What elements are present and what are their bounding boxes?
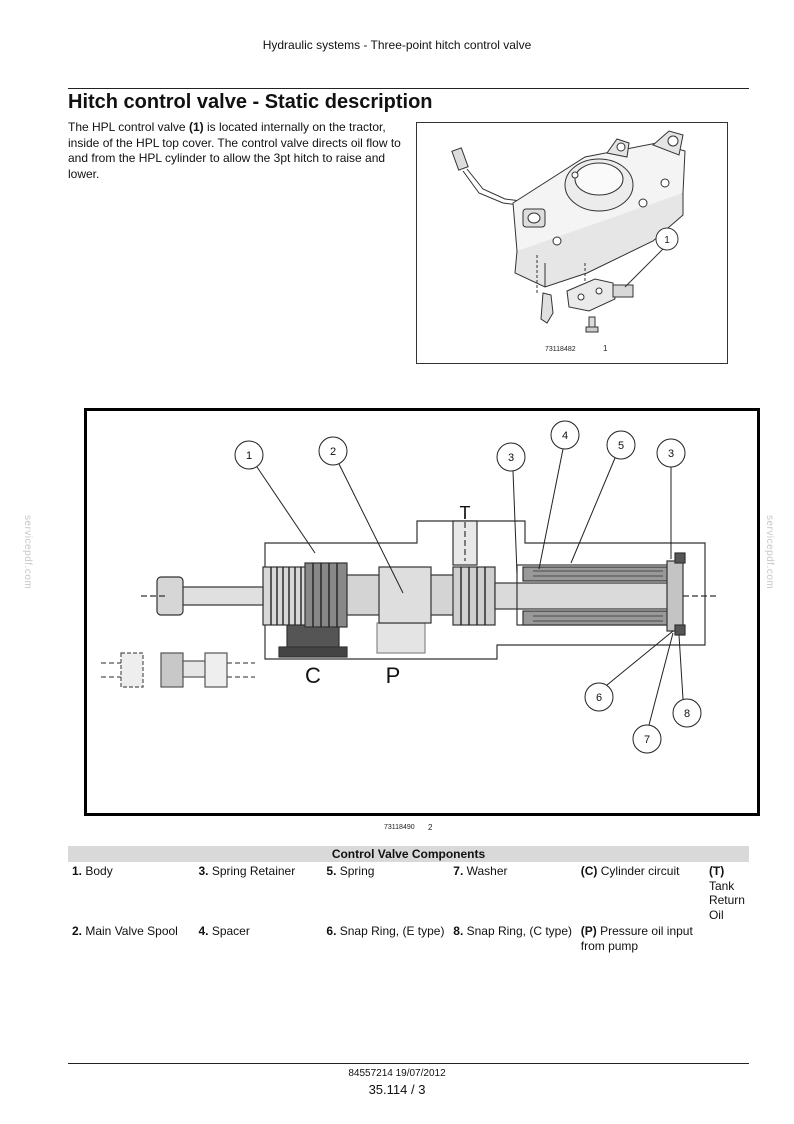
item-key: 7. xyxy=(453,864,464,878)
item-text: Snap Ring, (E type) xyxy=(336,924,445,938)
item-key: (P) xyxy=(580,924,597,938)
callout-4: 4 xyxy=(562,430,568,442)
callout-1: 1 xyxy=(246,450,252,462)
table-cell: (T) Tank Return Oil xyxy=(705,862,749,922)
callout-6: 6 xyxy=(596,692,602,704)
page-title: Hitch control valve - Static description xyxy=(68,91,433,113)
item-text: Body xyxy=(82,864,113,878)
item-key: 3. xyxy=(198,864,209,878)
callout-7: 7 xyxy=(644,734,650,746)
table-cell: 2. Main Valve Spool xyxy=(68,922,194,953)
table-cell: 8. Snap Ring, (C type) xyxy=(449,922,576,953)
item-text: Spring xyxy=(336,864,375,878)
top-rule xyxy=(68,88,749,89)
intro-text-start: The HPL control valve xyxy=(68,120,189,134)
item-key: 5. xyxy=(326,864,337,878)
item-text: Spring Retainer xyxy=(208,864,296,878)
callout-2: 2 xyxy=(330,446,336,458)
table-cell: 4. Spacer xyxy=(194,922,322,953)
control-valve-section-diagram: 1 2 3 4 5 3 6 7 8 T C P xyxy=(101,420,719,754)
callout-8: 8 xyxy=(684,708,690,720)
item-key: 8. xyxy=(453,924,464,938)
components-table-title: Control Valve Components xyxy=(68,846,749,862)
figure-1: 1 73118482 1 xyxy=(416,122,728,364)
page-number: 35.114 / 3 xyxy=(368,1082,426,1097)
item-text: Pressure oil input from pump xyxy=(580,924,693,953)
item-text: Main Valve Spool xyxy=(82,924,178,938)
item-text: Spacer xyxy=(208,924,250,938)
item-key: (T) xyxy=(708,864,725,878)
components-table: Control Valve Components 1. Body 3. Spri… xyxy=(68,846,749,953)
table-cell: 5. Spring xyxy=(322,862,449,922)
figure-1-number: 1 xyxy=(603,344,608,353)
item-key: (C) xyxy=(580,864,598,878)
table-cell: 7. Washer xyxy=(449,862,576,922)
callout-3-right: 3 xyxy=(668,448,674,460)
item-key: 6. xyxy=(326,924,337,938)
callout-5: 5 xyxy=(618,440,624,452)
table-cell: (C) Cylinder circuit xyxy=(577,862,705,922)
port-label-p: P xyxy=(386,663,401,688)
figure-2-code: 73118490 xyxy=(384,824,415,831)
table-cell: 6. Snap Ring, (E type) xyxy=(322,922,449,953)
callout-3-left: 3 xyxy=(508,452,514,464)
document-id: 84557214 19/07/2012 xyxy=(348,1068,446,1079)
item-text: Washer xyxy=(463,864,508,878)
intro-paragraph: The HPL control valve (1) is located int… xyxy=(68,120,408,182)
hitch-cover-illustration: 1 73118482 1 xyxy=(451,130,686,353)
running-header: Hydraulic systems - Three-point hitch co… xyxy=(262,38,532,52)
item-key: 2. xyxy=(72,924,83,938)
callout-1: 1 xyxy=(664,235,670,246)
port-label-t: T xyxy=(460,503,471,523)
table-row: 1. Body 3. Spring Retainer 5. Spring 7. … xyxy=(68,862,749,922)
watermark-right: servicepdf.com xyxy=(764,515,775,590)
figure-2: 1 2 3 4 5 3 6 7 8 T C P xyxy=(84,408,760,816)
intro-reference: (1) xyxy=(188,120,204,134)
table-cell: 3. Spring Retainer xyxy=(194,862,322,922)
port-label-c: C xyxy=(305,663,321,688)
item-key: 1. xyxy=(72,864,83,878)
bottom-rule xyxy=(68,1063,749,1064)
item-key: 4. xyxy=(198,924,209,938)
watermark-left: servicepdf.com xyxy=(22,515,33,590)
table-row: 2. Main Valve Spool 4. Spacer 6. Snap Ri… xyxy=(68,922,749,953)
item-text: Tank Return Oil xyxy=(708,878,745,922)
table-cell xyxy=(705,922,749,953)
figure-2-number: 2 xyxy=(428,823,433,832)
table-cell: (P) Pressure oil input from pump xyxy=(577,922,705,953)
table-cell: 1. Body xyxy=(68,862,194,922)
item-text: Cylinder circuit xyxy=(597,864,680,878)
figure-1-code: 73118482 xyxy=(545,346,576,353)
item-text: Snap Ring, (C type) xyxy=(463,924,572,938)
intro-text-end: is located internally on the tractor, in… xyxy=(68,120,401,181)
